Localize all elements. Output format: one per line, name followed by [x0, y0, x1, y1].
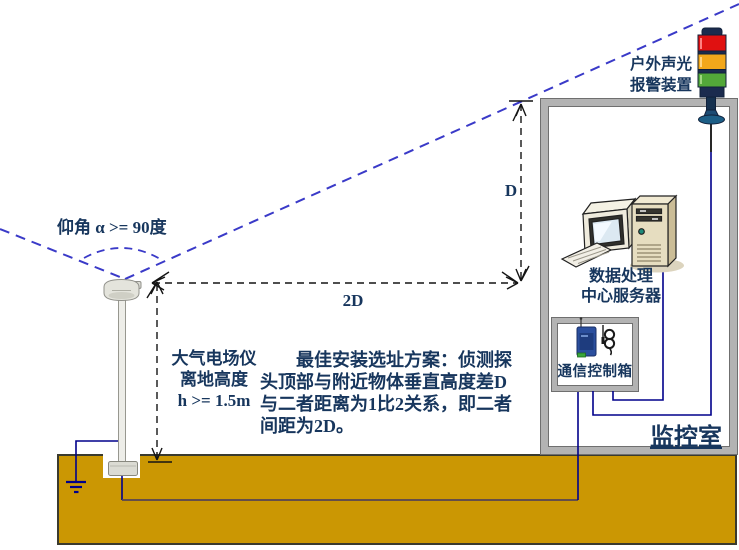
siting-note: 最佳安装选址方案：侦测探 头顶部与附近物体垂直高度差D 与二者距离为1比2关系，… [260, 349, 546, 437]
alarm-device-label: 户外声光 报警装置 [619, 54, 703, 96]
pole-height-label: 大气电场仪 离地高度 h >= 1.5m [167, 348, 261, 411]
ground-soil-block [57, 454, 737, 545]
server-label-line1: 数据处理 [588, 268, 653, 285]
pole-height-line3: h >= 1.5m [177, 391, 251, 410]
comm-cabinet-label: 通信控制箱 [557, 364, 633, 380]
angle-arc [83, 247, 163, 261]
server-label-line2: 中心服务器 [580, 288, 661, 305]
siting-note-line4: 间距为2D。 [260, 416, 354, 436]
pole-height-line1: 大气电场仪 [171, 349, 257, 368]
dimension-d-label: D [504, 181, 518, 200]
dimension-2d-label: 2D [342, 291, 364, 310]
field-mill-pole [108, 298, 138, 476]
elevation-angle-label: 仰角 α >= 90度 [57, 218, 167, 237]
alarm-label-line2: 报警装置 [629, 77, 692, 94]
server-label: 数据处理 中心服务器 [575, 267, 667, 307]
alarm-label-line1: 户外声光 [629, 56, 692, 73]
monitoring-room-label: 监控室 [650, 425, 722, 451]
pole-foundation-pit [103, 452, 140, 478]
siting-note-line2: 头顶部与附近物体垂直高度差D [260, 372, 507, 392]
siting-note-line3: 与二者距离为1比2关系，即二者 [260, 394, 512, 414]
siting-note-line1: 最佳安装选址方案：侦测探 [296, 350, 512, 370]
field-mill-sensor-icon [103, 278, 142, 302]
pole-height-line2: 离地高度 [180, 370, 248, 389]
